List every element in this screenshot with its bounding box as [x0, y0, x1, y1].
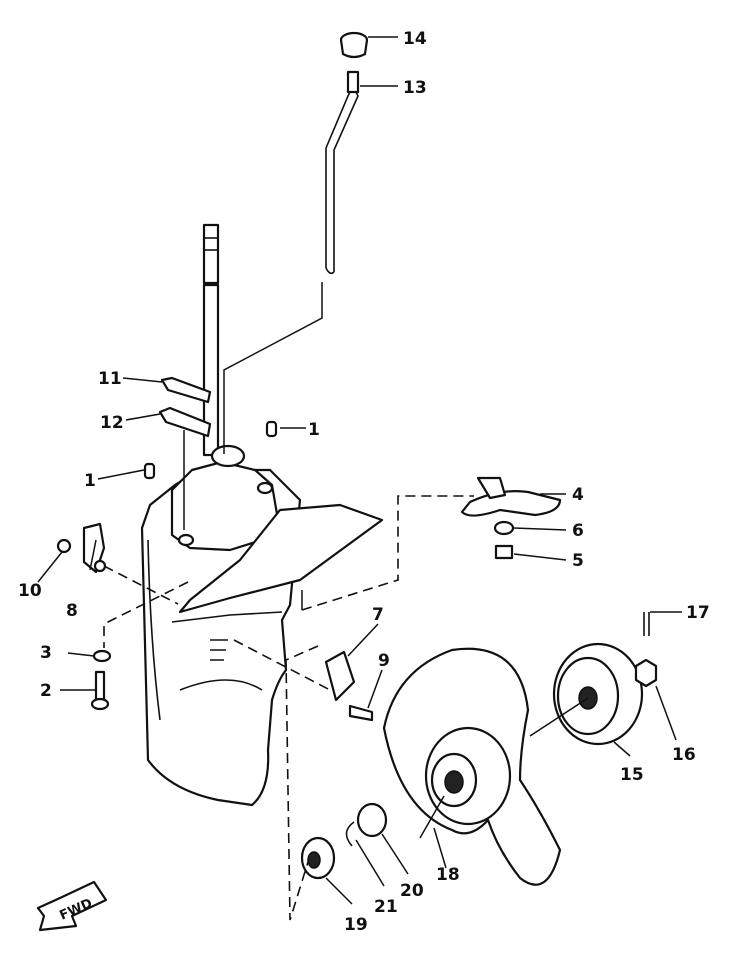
lower-casing — [140, 444, 384, 807]
propeller — [382, 647, 562, 886]
clip-and-nut — [56, 522, 107, 574]
callout-9: 9 — [378, 651, 390, 671]
assembly-lines — [103, 282, 589, 921]
washer-and-bolt — [90, 649, 112, 711]
shift-rod — [325, 70, 360, 275]
leader-lines — [37, 36, 682, 905]
callout-18: 18 — [436, 865, 460, 885]
callout-14: 14 — [403, 29, 427, 49]
callout-19: 19 — [344, 915, 368, 935]
callout-21: 21 — [374, 897, 398, 917]
callout-1-right: 1 — [308, 420, 320, 440]
water-inlet — [460, 476, 562, 560]
spacer — [552, 642, 644, 746]
callout-17: 17 — [686, 603, 710, 623]
callouts: 14 13 11 12 1 1 4 6 5 10 8 7 9 3 2 17 16… — [18, 29, 710, 935]
callout-5: 5 — [572, 551, 584, 571]
anode-and-bolt — [324, 650, 374, 722]
callout-20: 20 — [400, 881, 424, 901]
dowel-pins — [143, 420, 278, 480]
callout-6: 6 — [572, 521, 584, 541]
callout-15: 15 — [620, 765, 644, 785]
callout-16: 16 — [672, 745, 696, 765]
callout-7: 7 — [372, 605, 384, 625]
callout-2: 2 — [40, 681, 52, 701]
drive-shaft — [202, 223, 220, 457]
callout-4: 4 — [572, 485, 584, 505]
grommet — [339, 31, 369, 59]
callout-1-left: 1 — [84, 471, 96, 491]
callout-3: 3 — [40, 643, 52, 663]
forward-arrow-icon: FWD — [36, 880, 108, 932]
nut-and-pin — [634, 612, 658, 688]
callout-10: 10 — [18, 581, 42, 601]
callout-8: 8 — [66, 601, 78, 621]
seal-rubbers — [158, 376, 212, 438]
callout-11: 11 — [98, 369, 122, 389]
thrust-parts — [300, 802, 388, 880]
callout-12: 12 — [100, 413, 124, 433]
callout-13: 13 — [403, 78, 427, 98]
